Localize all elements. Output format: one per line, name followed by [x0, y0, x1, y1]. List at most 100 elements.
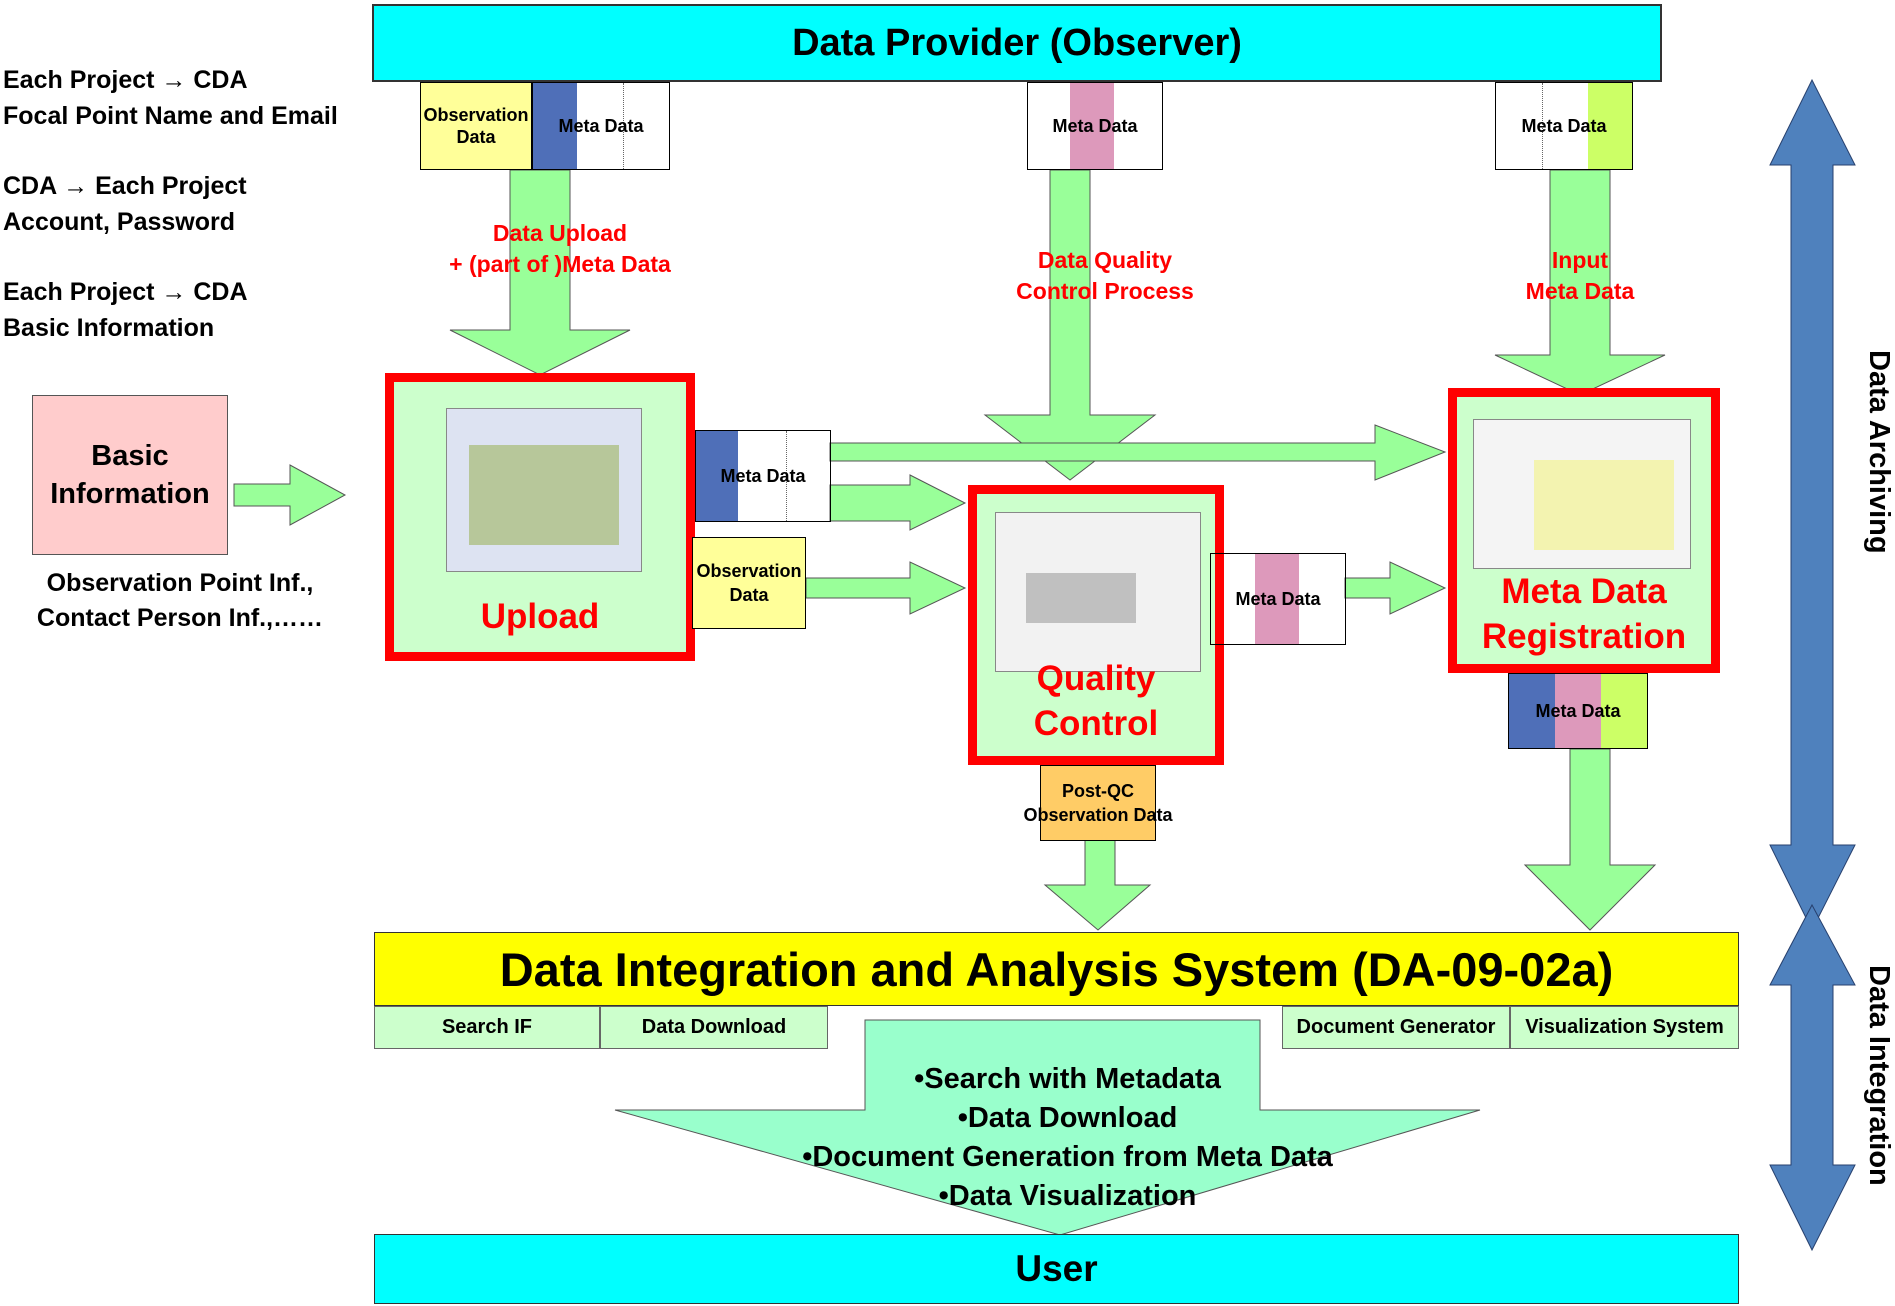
meta-screenshot [1473, 419, 1691, 569]
map-image [469, 445, 619, 545]
data-integration-arrow [1769, 903, 1856, 1252]
upload-down-arrow [449, 169, 631, 376]
basic-info-title-2: Information [50, 478, 210, 510]
qc-chart-image [1026, 573, 1136, 623]
visualization-system-button[interactable]: Visualization System [1510, 1006, 1739, 1049]
qc-down-arrow [983, 169, 1157, 481]
qc-screenshot [995, 512, 1201, 672]
post-qc-line-1: Post-QC [1062, 781, 1134, 801]
basic-info-caption-2: Contact Person Inf.,…… [36, 604, 324, 632]
top-input-meta-label: Meta Data [1521, 115, 1607, 136]
note-line-6: Basic Information [3, 314, 215, 342]
feature-item: •Data Visualization [938, 1180, 1197, 1212]
top-observation-label: Observation Data [423, 105, 529, 147]
meta-dotted-divider [1542, 83, 1543, 169]
basic-info-caption-1: Observation Point Inf., [46, 569, 314, 597]
qc-title-line-1: Quality [1036, 659, 1156, 698]
upload-screenshot [446, 408, 642, 572]
input-flow-label: Input Meta Data [1480, 245, 1680, 307]
meta-down-arrow [1523, 748, 1657, 931]
top-observation-tag: Observation Data [420, 82, 532, 170]
note-line-1: Each Project → CDA [3, 66, 248, 94]
qc-meta-to-reg-arrow [1344, 561, 1447, 615]
top-qc-meta-tag: Meta Data [1027, 82, 1163, 170]
qc-meta-tag: Meta Data [1210, 553, 1346, 645]
note-line-4: Account, Password [3, 208, 235, 236]
meta-pink-stripe [1555, 674, 1601, 748]
feature-item: •Data Download [957, 1102, 1178, 1134]
upload-observation-label: Observation Data [696, 561, 802, 605]
post-qc-line-2: Observation Data [1023, 805, 1173, 825]
user-title: User [1015, 1248, 1098, 1289]
upload-flow-label: Data Upload + (part of )Meta Data [420, 218, 700, 280]
meta-pink-stripe [1070, 83, 1114, 169]
upload-title: Upload [480, 597, 600, 636]
basic-info-title-1: Basic [91, 440, 169, 472]
quality-control-module: Quality Control [968, 485, 1224, 765]
meta-pink-stripe [1255, 554, 1299, 644]
upload-meta-qc-arrow [829, 474, 967, 531]
combined-meta-label: Meta Data [1535, 700, 1621, 721]
data-integration-text: Data Integration [1863, 965, 1895, 1186]
top-upload-meta-label: Meta Data [558, 115, 644, 136]
user-banner: User [374, 1234, 1739, 1304]
document-generator-label: Document Generator [1296, 1016, 1496, 1038]
meta-dotted-divider [786, 431, 787, 521]
data-archiving-label: Data Archiving [1862, 350, 1895, 680]
postqc-down-arrow [1043, 839, 1152, 931]
obs-to-qc-arrow [805, 561, 967, 615]
meta-blue-stripe [533, 83, 577, 169]
qc-flow-line-1: Data Quality [1037, 247, 1173, 273]
integration-system-title: Data Integration and Analysis System (DA… [499, 942, 1614, 996]
data-integration-label: Data Integration [1862, 965, 1895, 1220]
input-flow-line-2: Meta Data [1525, 278, 1635, 304]
top-upload-meta-tag: Meta Data [532, 82, 670, 170]
top-input-meta-tag: Meta Data [1495, 82, 1633, 170]
upload-flow-line-2: + (part of )Meta Data [449, 251, 671, 277]
upload-meta-long-arrow [829, 424, 1447, 481]
search-if-label: Search IF [441, 1016, 533, 1038]
input-flow-line-1: Input [1551, 247, 1609, 273]
feature-item: •Document Generation from Meta Data [802, 1141, 1333, 1173]
features-funnel [614, 1019, 1481, 1236]
post-qc-tag: Post-QC Observation Data [1023, 765, 1173, 841]
upload-module: Upload [385, 373, 695, 661]
meta-blue-stripe [696, 431, 738, 521]
document-generator-button[interactable]: Document Generator [1282, 1006, 1510, 1049]
meta-title-line-2: Registration [1481, 617, 1687, 656]
qc-meta-label: Meta Data [1235, 588, 1321, 609]
meta-blue-stripe [1509, 674, 1555, 748]
data-download-button[interactable]: Data Download [600, 1006, 828, 1049]
qc-flow-line-2: Control Process [1016, 278, 1194, 304]
note-line-2: Focal Point Name and Email [3, 102, 338, 130]
combined-meta-tag: Meta Data [1508, 673, 1648, 749]
input-down-arrow [1494, 169, 1666, 396]
meta-lime-stripe [1601, 674, 1647, 748]
upload-meta-label: Meta Data [720, 465, 806, 486]
form-image [1534, 460, 1674, 550]
visualization-system-label: Visualization System [1525, 1016, 1724, 1038]
integration-system-banner: Data Integration and Analysis System (DA… [374, 932, 1739, 1006]
feature-item: •Search with Metadata [914, 1063, 1221, 1095]
upload-flow-line-1: Data Upload [492, 220, 628, 246]
search-if-button[interactable]: Search IF [374, 1006, 600, 1049]
features-list: •Search with Metadata •Data Download •Do… [700, 1060, 1435, 1216]
data-archiving-arrow [1769, 78, 1856, 932]
top-qc-meta-label: Meta Data [1052, 115, 1138, 136]
qc-flow-label: Data Quality Control Process [980, 245, 1230, 307]
notes-block: Each Project → CDA Focal Point Name and … [3, 62, 423, 346]
upload-observation-tag: Observation Data [692, 537, 806, 629]
meta-title-line-1: Meta Data [1501, 572, 1667, 611]
meta-registration-module: Meta Data Registration [1448, 388, 1720, 673]
basic-info-caption: Observation Point Inf., Contact Person I… [0, 566, 360, 636]
qc-title-line-2: Control [1033, 704, 1159, 743]
meta-lime-stripe [1588, 83, 1632, 169]
meta-dotted-divider [623, 83, 624, 169]
data-provider-title: Data Provider (Observer) [792, 21, 1242, 64]
basic-info-right-arrow [233, 464, 347, 526]
data-download-label: Data Download [641, 1016, 787, 1038]
upload-meta-tag: Meta Data [695, 430, 831, 522]
basic-information-box: Basic Information [32, 395, 228, 555]
data-provider-banner: Data Provider (Observer) [372, 4, 1662, 82]
